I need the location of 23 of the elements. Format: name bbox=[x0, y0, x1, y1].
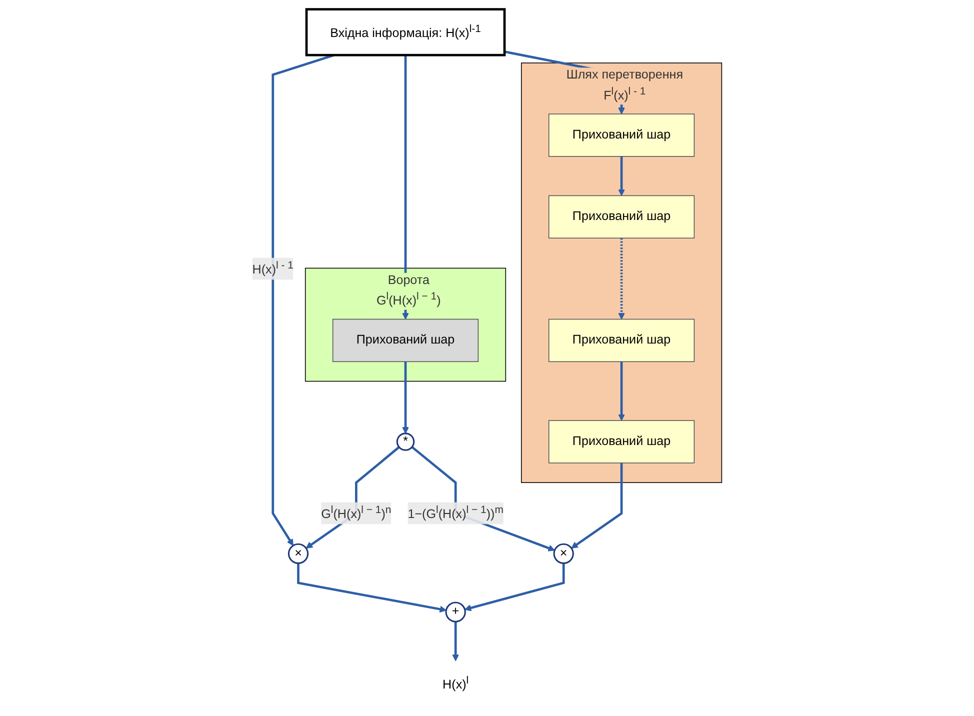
node-box: Прихований шар bbox=[548, 318, 695, 362]
arrow bbox=[618, 238, 625, 320]
node-circle: × bbox=[288, 543, 309, 564]
edge-label: G$^{l}$(H(x)$^{l − 1}$)$^{n}$ bbox=[321, 504, 392, 522]
edge-label: H(x)$^{l - 1}$ bbox=[252, 259, 294, 277]
arrow bbox=[452, 622, 460, 662]
node-circle: * bbox=[396, 432, 415, 451]
arrow bbox=[618, 362, 625, 421]
node-circle: + bbox=[445, 602, 466, 622]
edge-label: 1−(G$^{l}$(H(x)$^{l − 1}$))$^{m}$ bbox=[408, 504, 504, 522]
arrow bbox=[571, 462, 623, 549]
node-box: Прихований шар bbox=[548, 420, 695, 464]
arrow bbox=[297, 563, 446, 613]
node-box: Прихований шар bbox=[332, 318, 479, 362]
node-box: Прихований шар bbox=[548, 195, 695, 238]
arrow bbox=[464, 563, 565, 612]
node-box: Прихований шар bbox=[548, 114, 695, 157]
node-box: Вхідна інформація: H(x)$^{l-1}$ bbox=[305, 8, 506, 56]
arrow bbox=[618, 156, 625, 196]
arrow bbox=[402, 362, 409, 434]
node-circle: × bbox=[553, 543, 574, 564]
node-text: H(x)$^{l}$ bbox=[442, 674, 469, 692]
arrow bbox=[306, 446, 400, 549]
